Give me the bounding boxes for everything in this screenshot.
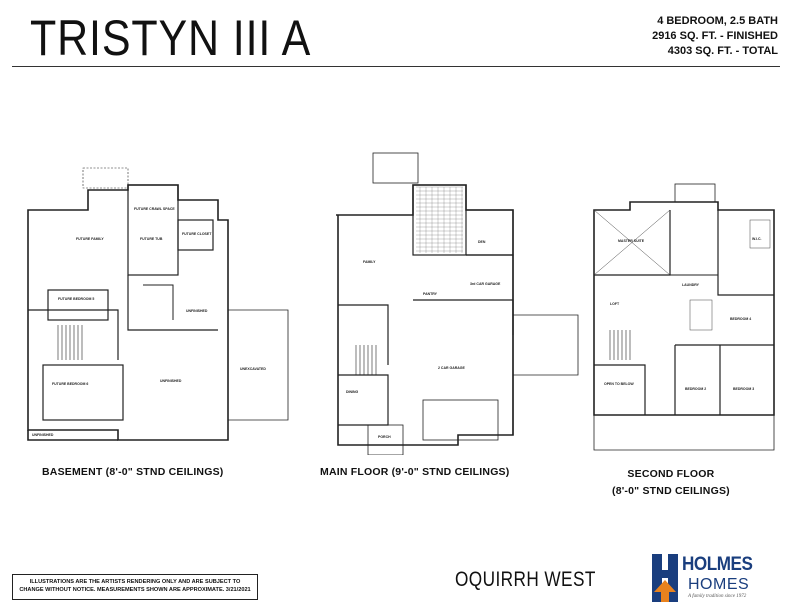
second-floor-label-line2: (8'-0" STND CEILINGS) (612, 485, 730, 497)
second-floor-label: SECOND FLOOR (8'-0" STND CEILINGS) (612, 466, 730, 500)
plan-specs: 4 BEDROOM, 2.5 BATH 2916 SQ. FT. - FINIS… (652, 14, 778, 59)
logo-wordmark-homes: HOMES (688, 576, 750, 593)
header-divider (12, 66, 780, 67)
svg-text:W.I.C.: W.I.C. (752, 237, 762, 241)
spec-bedrooms: 4 BEDROOM, 2.5 BATH (657, 15, 778, 27)
svg-text:FUTURE BEDROOM 5: FUTURE BEDROOM 5 (58, 297, 94, 301)
main-floor-floorplan-drawing: FAMILY DEN 3rd CAR GARAGE 2 CAR GARAGE D… (336, 152, 579, 455)
house-logo-icon (652, 554, 678, 602)
basement-plan: FUTURE FAMILY FUTURE CRAWL SPACE FUTURE … (18, 160, 298, 450)
svg-text:BEDROOM 2: BEDROOM 2 (685, 387, 706, 391)
svg-text:3rd CAR GARAGE: 3rd CAR GARAGE (470, 282, 501, 286)
logo-wordmark-holmes: HOLMES (682, 554, 753, 575)
svg-text:UNFINISHED: UNFINISHED (186, 309, 208, 313)
second-floor-plan: MASTER SUITE LOFT BEDROOM 4 BEDROOM 2 BE… (590, 180, 782, 460)
svg-text:LAUNDRY: LAUNDRY (682, 283, 700, 287)
spec-total-sqft: 4303 SQ. FT. - TOTAL (667, 45, 778, 57)
basement-floorplan-drawing: FUTURE FAMILY FUTURE CRAWL SPACE FUTURE … (27, 167, 289, 441)
svg-text:FUTURE TUB: FUTURE TUB (140, 237, 163, 241)
main-floor-plan: FAMILY DEN 3rd CAR GARAGE 2 CAR GARAGE D… (318, 145, 580, 455)
main-floor-label: MAIN FLOOR (9'-0" STND CEILINGS) (320, 466, 510, 478)
svg-text:FUTURE CLOSET: FUTURE CLOSET (182, 232, 212, 236)
svg-text:2 CAR GARAGE: 2 CAR GARAGE (438, 366, 466, 370)
spec-finished-sqft: 2916 SQ. FT. - FINISHED (652, 30, 778, 42)
svg-text:DEN: DEN (478, 240, 486, 244)
second-floor-floorplan-drawing: MASTER SUITE LOFT BEDROOM 4 BEDROOM 2 BE… (593, 183, 775, 451)
svg-text:UNEXCAVATED: UNEXCAVATED (240, 367, 266, 371)
second-floor-label-line1: SECOND FLOOR (627, 468, 715, 480)
svg-text:FUTURE FAMILY: FUTURE FAMILY (76, 237, 104, 241)
svg-text:BEDROOM 3: BEDROOM 3 (733, 387, 754, 391)
community-name: OQUIRRH WEST (455, 568, 596, 591)
plan-title: TRISTYN III A (30, 10, 312, 66)
svg-text:LOFT: LOFT (610, 302, 620, 306)
svg-text:FAMILY: FAMILY (363, 260, 376, 264)
svg-text:DINING: DINING (346, 390, 359, 394)
holmes-homes-logo: HOLMES HOMES A family tradition since 19… (648, 552, 784, 604)
svg-text:UNFINISHED: UNFINISHED (160, 379, 182, 383)
svg-text:MASTER SUITE: MASTER SUITE (618, 239, 645, 243)
svg-text:PORCH: PORCH (378, 435, 391, 439)
svg-text:OPEN TO BELOW: OPEN TO BELOW (604, 382, 634, 386)
disclaimer-box: ILLUSTRATIONS ARE THE ARTISTS RENDERING … (12, 574, 258, 600)
svg-text:FUTURE CRAWL SPACE: FUTURE CRAWL SPACE (134, 207, 175, 211)
svg-text:UNFINISHED: UNFINISHED (32, 433, 54, 437)
svg-text:PANTRY: PANTRY (423, 292, 438, 296)
svg-text:FUTURE BEDROOM 6: FUTURE BEDROOM 6 (52, 382, 88, 386)
logo-tagline: A family tradition since 1972 (688, 594, 747, 599)
basement-label: BASEMENT (8'-0" STND CEILINGS) (42, 466, 224, 478)
svg-text:BEDROOM 4: BEDROOM 4 (730, 317, 751, 321)
